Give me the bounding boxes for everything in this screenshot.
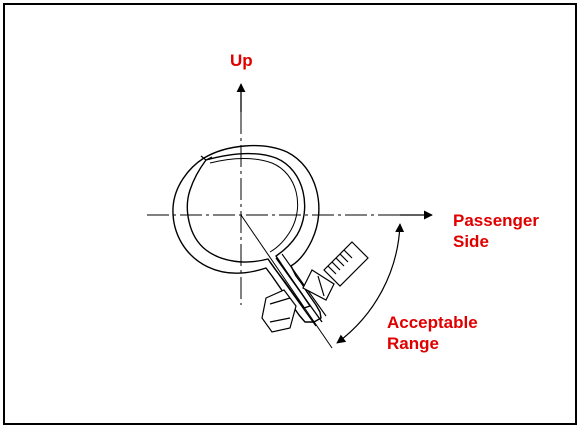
passenger-side-label-line1: Passenger (453, 211, 539, 230)
angle-reference-line (240, 214, 333, 349)
diagram-frame (3, 3, 577, 425)
exhaust-clamp (172, 144, 327, 327)
acceptable-range-label-line2: Range (387, 334, 439, 353)
up-label-text: Up (230, 51, 253, 70)
clamp-bolt (302, 241, 369, 301)
acceptable-range-label: Acceptable Range (387, 312, 478, 354)
passenger-side-label-line2: Side (453, 232, 489, 251)
up-label: Up (230, 50, 253, 71)
acceptable-range-arc (336, 223, 405, 344)
acceptable-range-label-line1: Acceptable (387, 313, 478, 332)
clamp-nut (261, 289, 297, 333)
passenger-side-label: Passenger Side (453, 210, 539, 252)
